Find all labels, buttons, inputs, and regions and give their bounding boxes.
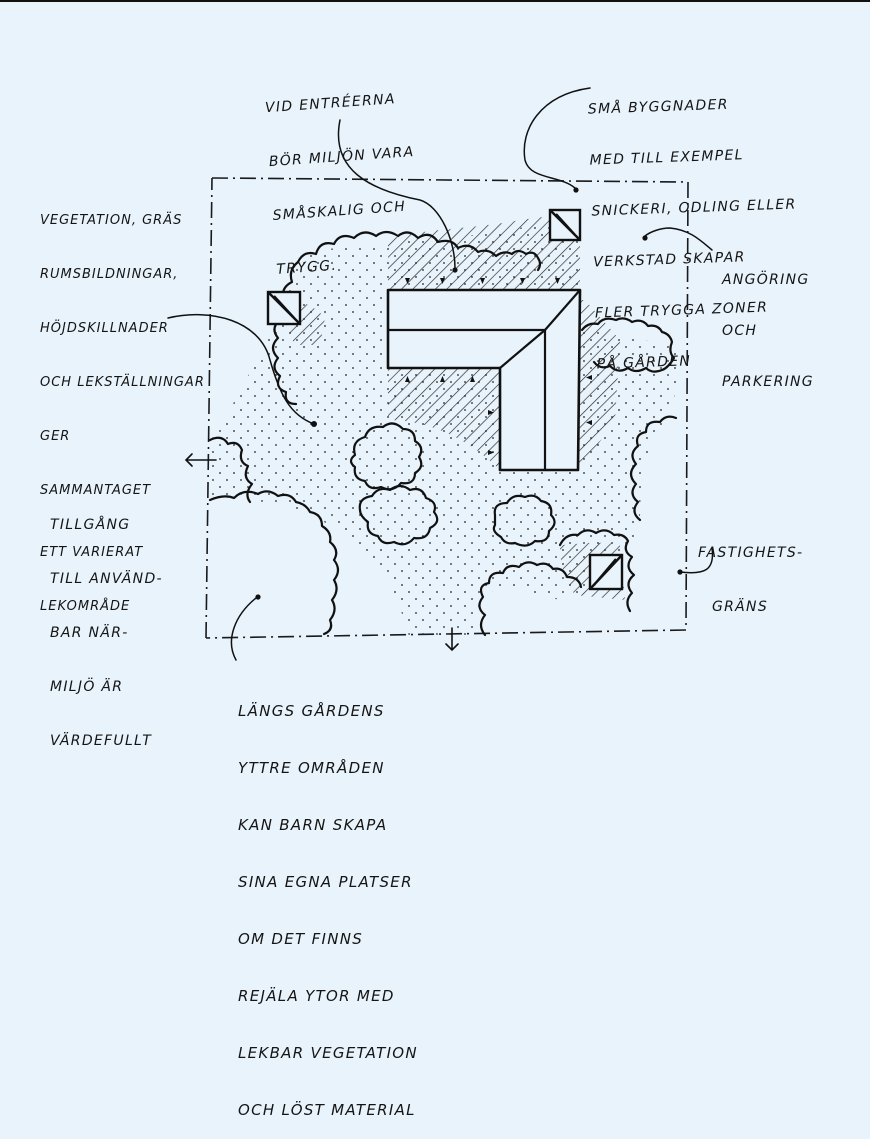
annotation-line: OCH xyxy=(722,323,758,339)
annotation-line: LÄNGS GÅRDENS xyxy=(238,702,385,720)
annotation-line: SAMMANTAGET xyxy=(40,483,152,498)
annotation-line: RUMSBILDNINGAR, xyxy=(40,267,179,282)
main-building-ridge xyxy=(388,289,581,470)
annotation-line: YTTRE OMRÅDEN xyxy=(238,759,385,777)
entrance-markers xyxy=(282,278,592,455)
annotation-line: SMÅSKALIG OCH xyxy=(272,198,407,224)
site-plan-sketch xyxy=(167,87,714,661)
annotation-line: BÖR MILJÖN VARA xyxy=(268,143,416,171)
access-arrows xyxy=(184,453,459,652)
property-boundary xyxy=(205,177,689,639)
annotation-line: OCH LEKSTÄLLNINGAR xyxy=(40,375,205,390)
annotation-line: GER xyxy=(40,429,71,444)
annotation-line: TILLGÅNG xyxy=(50,517,131,533)
annotation-line: SNICKERI, ODLING ELLER xyxy=(591,196,797,220)
annotation-entrances: VID ENTRÉERNA BÖR MILJÖN VARA SMÅSKALIG … xyxy=(262,53,424,297)
annotation-line: ANGÖRING xyxy=(722,272,810,288)
small-building-top xyxy=(548,208,582,242)
annotation-vegetation: VEGETATION, GRÄS RUMSBILDNINGAR, HÖJDSKI… xyxy=(40,176,205,634)
small-building-left xyxy=(266,290,302,326)
annotation-line: LEKOMRÅDE xyxy=(40,599,131,614)
annotation-line: REJÄLA YTOR MED xyxy=(238,987,395,1005)
annotation-line: TRYGG. xyxy=(275,257,338,278)
annotation-line: VÄRDEFULLT xyxy=(50,733,153,749)
vegetation-outlines xyxy=(208,230,678,637)
annotation-access: TILLGÅNG TILL ANVÄND- BAR NÄR- MILJÖ ÄR … xyxy=(50,480,163,768)
annotation-line: MED TILL EXEMPEL xyxy=(589,147,744,169)
annotation-line: VID ENTRÉERNA xyxy=(264,91,397,117)
annotation-line: PARKERING xyxy=(722,374,814,390)
top-rule xyxy=(0,0,870,2)
annotation-line: VEGETATION, GRÄS xyxy=(40,213,183,228)
annotation-line: ETT VARIERAT xyxy=(40,545,144,560)
annotation-line: TILL ANVÄND- xyxy=(50,571,163,587)
annotation-line: FASTIGHETS- xyxy=(698,545,804,561)
leader-dots xyxy=(255,187,683,600)
small-building-bottom xyxy=(588,553,624,591)
annotation-parking: ANGÖRING OCH PARKERING xyxy=(722,238,814,408)
annotation-line: KAN BARN SKAPA xyxy=(238,816,388,834)
annotation-line: BAR NÄR- xyxy=(50,625,129,641)
annotation-property-line: FASTIGHETS- GRÄNS xyxy=(698,508,803,634)
annotation-line: MILJÖ ÄR xyxy=(50,679,124,695)
annotation-line: SINA EGNA PLATSER xyxy=(238,873,413,891)
annotation-line: HÖJDSKILLNADER xyxy=(40,321,169,336)
annotation-outer-areas: LÄNGS GÅRDENS YTTRE OMRÅDEN KAN BARN SKA… xyxy=(238,664,418,1139)
annotation-line: LEKBAR VEGETATION xyxy=(238,1044,418,1062)
leader-lines xyxy=(167,87,714,661)
annotation-line: OM DET FINNS xyxy=(238,930,364,948)
annotation-line: SMÅ BYGGNADER xyxy=(587,96,729,118)
annotation-line: OCH LÖST MATERIAL xyxy=(238,1101,416,1119)
annotation-line: GRÄNS xyxy=(712,599,769,615)
